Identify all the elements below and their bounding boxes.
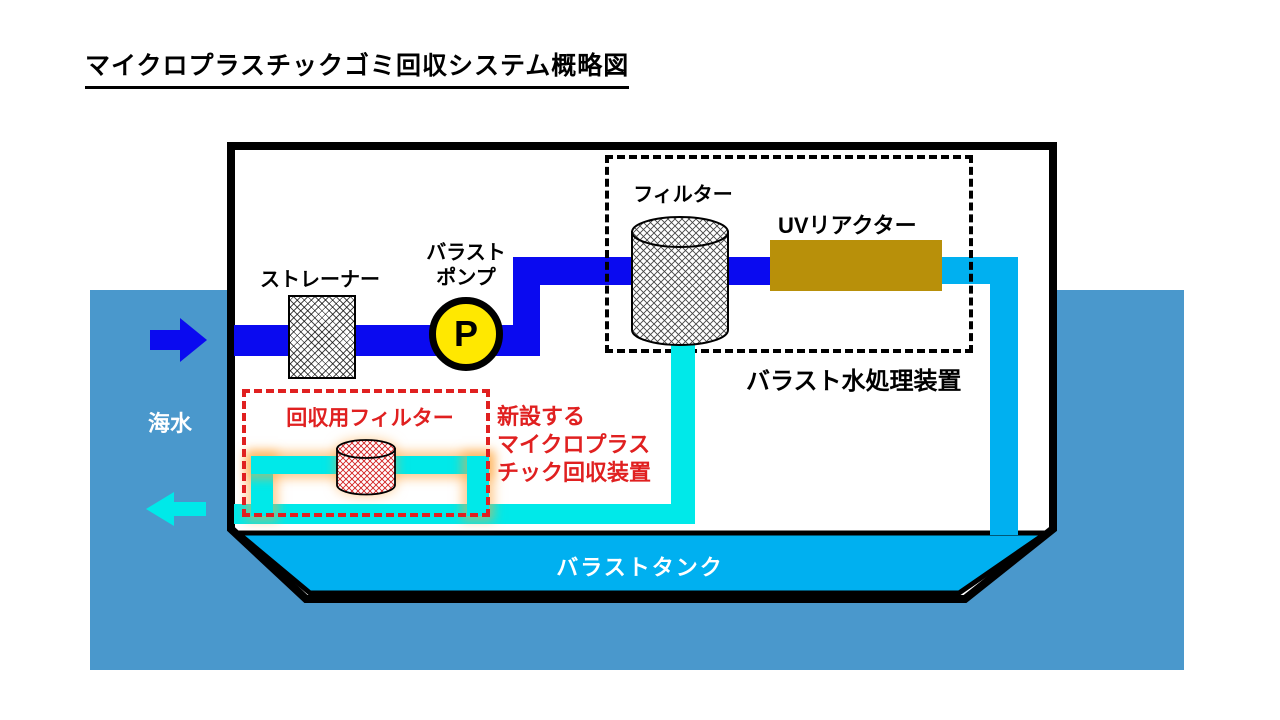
treatment-unit-label: バラスト水処理装置 [746, 368, 962, 395]
seawater-label: 海水 [147, 411, 192, 436]
seawater-outflow-arrow-icon [146, 492, 206, 526]
ballast-tank-label: バラストタンク [556, 555, 724, 580]
pipe-recovery-right [467, 456, 489, 516]
new-device-label: 新設する マイクロプラス チック回収装置 [497, 403, 651, 487]
filter-cylinder [631, 216, 729, 346]
page-title: マイクロプラスチックゴミ回収システム概略図 [85, 46, 630, 89]
new-recovery-device-box [242, 389, 490, 517]
recovery-filter-cylinder [336, 439, 396, 496]
pipe-treated-to-tank [990, 257, 1018, 535]
pipe-filter-drain [671, 340, 695, 524]
recovery-filter-label: 回収用フィルター [286, 407, 454, 430]
uv-reactor-label: UVリアクター [778, 213, 917, 238]
ballast-tank-shape [231, 530, 1055, 596]
seawater-inflow-arrow-icon [150, 318, 207, 362]
filter-label: フィルター [633, 184, 733, 206]
strainer-box [288, 295, 356, 379]
ballast-pump-label: バラスト ポンプ [403, 241, 529, 291]
new-device-line2: マイクロプラス [497, 432, 651, 457]
strainer-label: ストレーナー [260, 269, 380, 291]
ballast-treatment-unit-box [605, 155, 973, 353]
new-device-line3: チック回収装置 [497, 460, 652, 485]
ballast-pump: P [429, 297, 503, 371]
pump-symbol: P [453, 313, 478, 354]
uv-reactor-box [770, 240, 942, 291]
new-device-line1: 新設する [497, 404, 586, 429]
pump-label-line2: ポンプ [436, 267, 496, 289]
pump-label-line1: バラスト [426, 242, 506, 264]
